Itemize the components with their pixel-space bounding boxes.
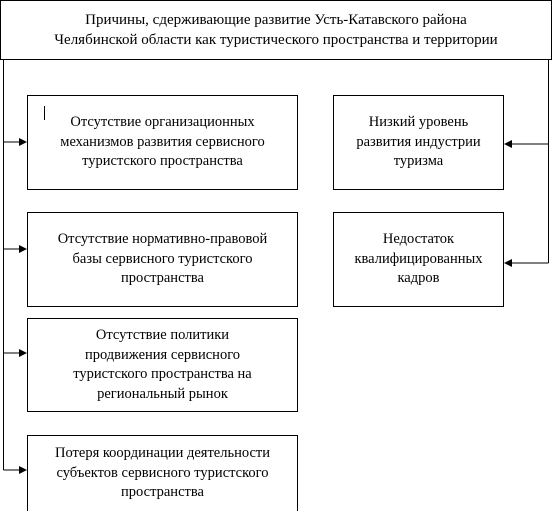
cause-box-line: Недостаток (382, 231, 455, 248)
cause-box-coordination-loss: Потеря координации деятельности субъекто… (27, 435, 298, 511)
cause-box-line: продвижения сервисного (84, 346, 241, 363)
cause-box-line: пространства (121, 484, 204, 501)
cause-box-industry-level: Низкий уровень развития индустрии туризм… (333, 95, 504, 190)
cause-box-line: базы сервисного туристского (72, 250, 253, 267)
cause-box-line: Низкий уровень (368, 114, 469, 131)
cause-box-line: Отсутствие нормативно-правовой (57, 231, 268, 248)
cause-box-staff-shortage: Недостаток квалифицированных кадров (333, 212, 504, 307)
cause-box-promotion-policy: Отсутствие политики продвижения сервисно… (27, 318, 298, 412)
diagram-header: Причины, сдерживающие развитие Усть-Ката… (0, 0, 552, 60)
cause-box-line: Отсутствие политики (95, 327, 230, 343)
cause-box-legal-framework: Отсутствие нормативно-правовой базы серв… (27, 212, 298, 307)
header-line-1: Причины, сдерживающие развитие Усть-Ката… (85, 12, 467, 28)
text-cursor (44, 106, 45, 120)
cause-box-line: туристского пространства на (73, 366, 252, 382)
header-line-2: Челябинской области как туристического п… (54, 32, 498, 48)
cause-box-line: квалифицированных (354, 250, 483, 267)
cause-box-line: Отсутствие организационных (70, 114, 255, 131)
cause-box-line: региональный рынок (97, 385, 228, 402)
cause-box-line: кадров (397, 270, 440, 287)
cause-box-line: туризма (393, 153, 444, 170)
cause-box-line: туристского пространства (82, 153, 243, 170)
cause-box-organizational-mechanisms: Отсутствие организационных механизмов ра… (27, 95, 298, 190)
cause-box-line: механизмов развития сервисного (60, 133, 265, 150)
cause-box-line: развития индустрии (356, 133, 481, 150)
cause-box-line: Потеря координации деятельности (55, 445, 270, 462)
cause-box-line: пространства (121, 270, 204, 287)
cause-box-line: субъектов сервисного туристского (56, 464, 269, 481)
